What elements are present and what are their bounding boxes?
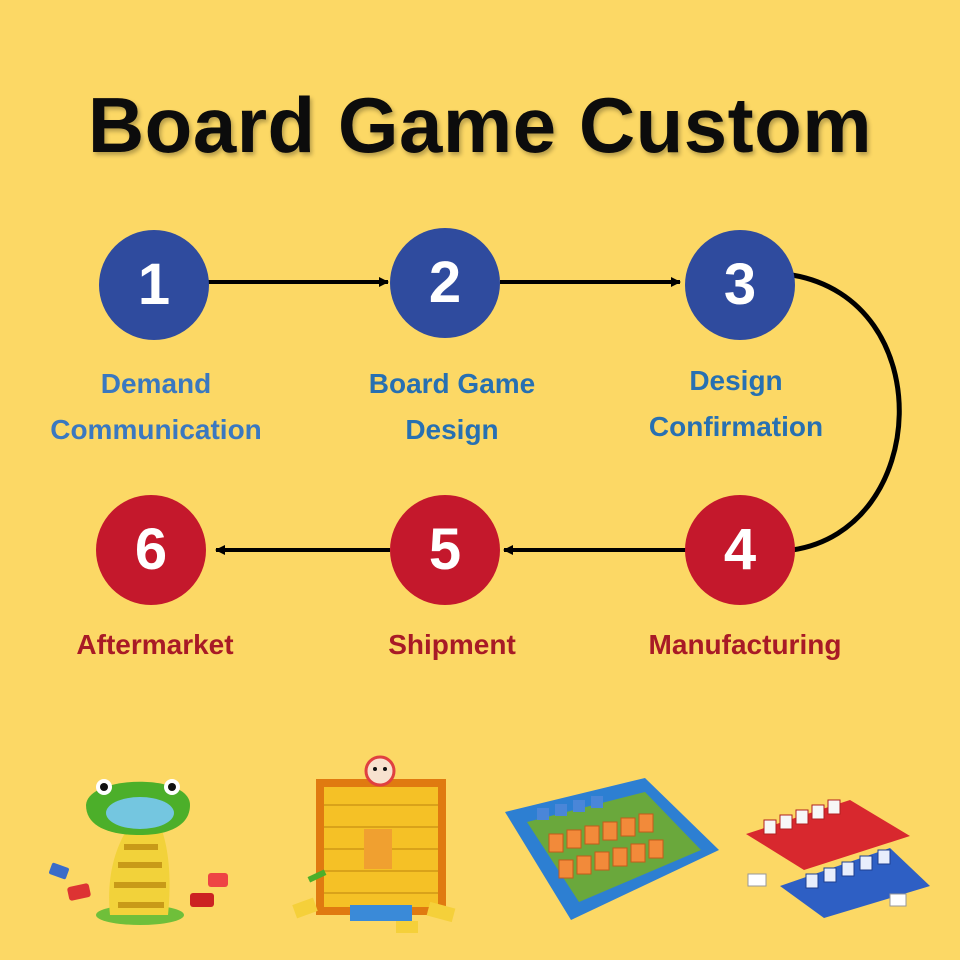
step-4-circle: 4	[685, 495, 795, 605]
step-4-label: Manufacturing	[648, 629, 842, 660]
step-5-circle: 5	[390, 495, 500, 605]
guess-who-board-icon	[505, 778, 719, 920]
step-6-label: Aftermarket	[76, 629, 234, 660]
snake-game-icon	[49, 779, 228, 925]
step-3-circle: 3	[685, 230, 795, 340]
step-2-circle: 2	[390, 228, 500, 338]
arrow-3-4	[791, 272, 902, 553]
page-title: Board Game Custom	[87, 81, 873, 169]
step-1-circle: 1	[99, 230, 209, 340]
wall-game-icon	[292, 755, 456, 933]
step-6-circle: 6	[96, 495, 206, 605]
guess-who-boards-icon	[746, 799, 930, 918]
step-5-label: Shipment	[388, 629, 516, 660]
